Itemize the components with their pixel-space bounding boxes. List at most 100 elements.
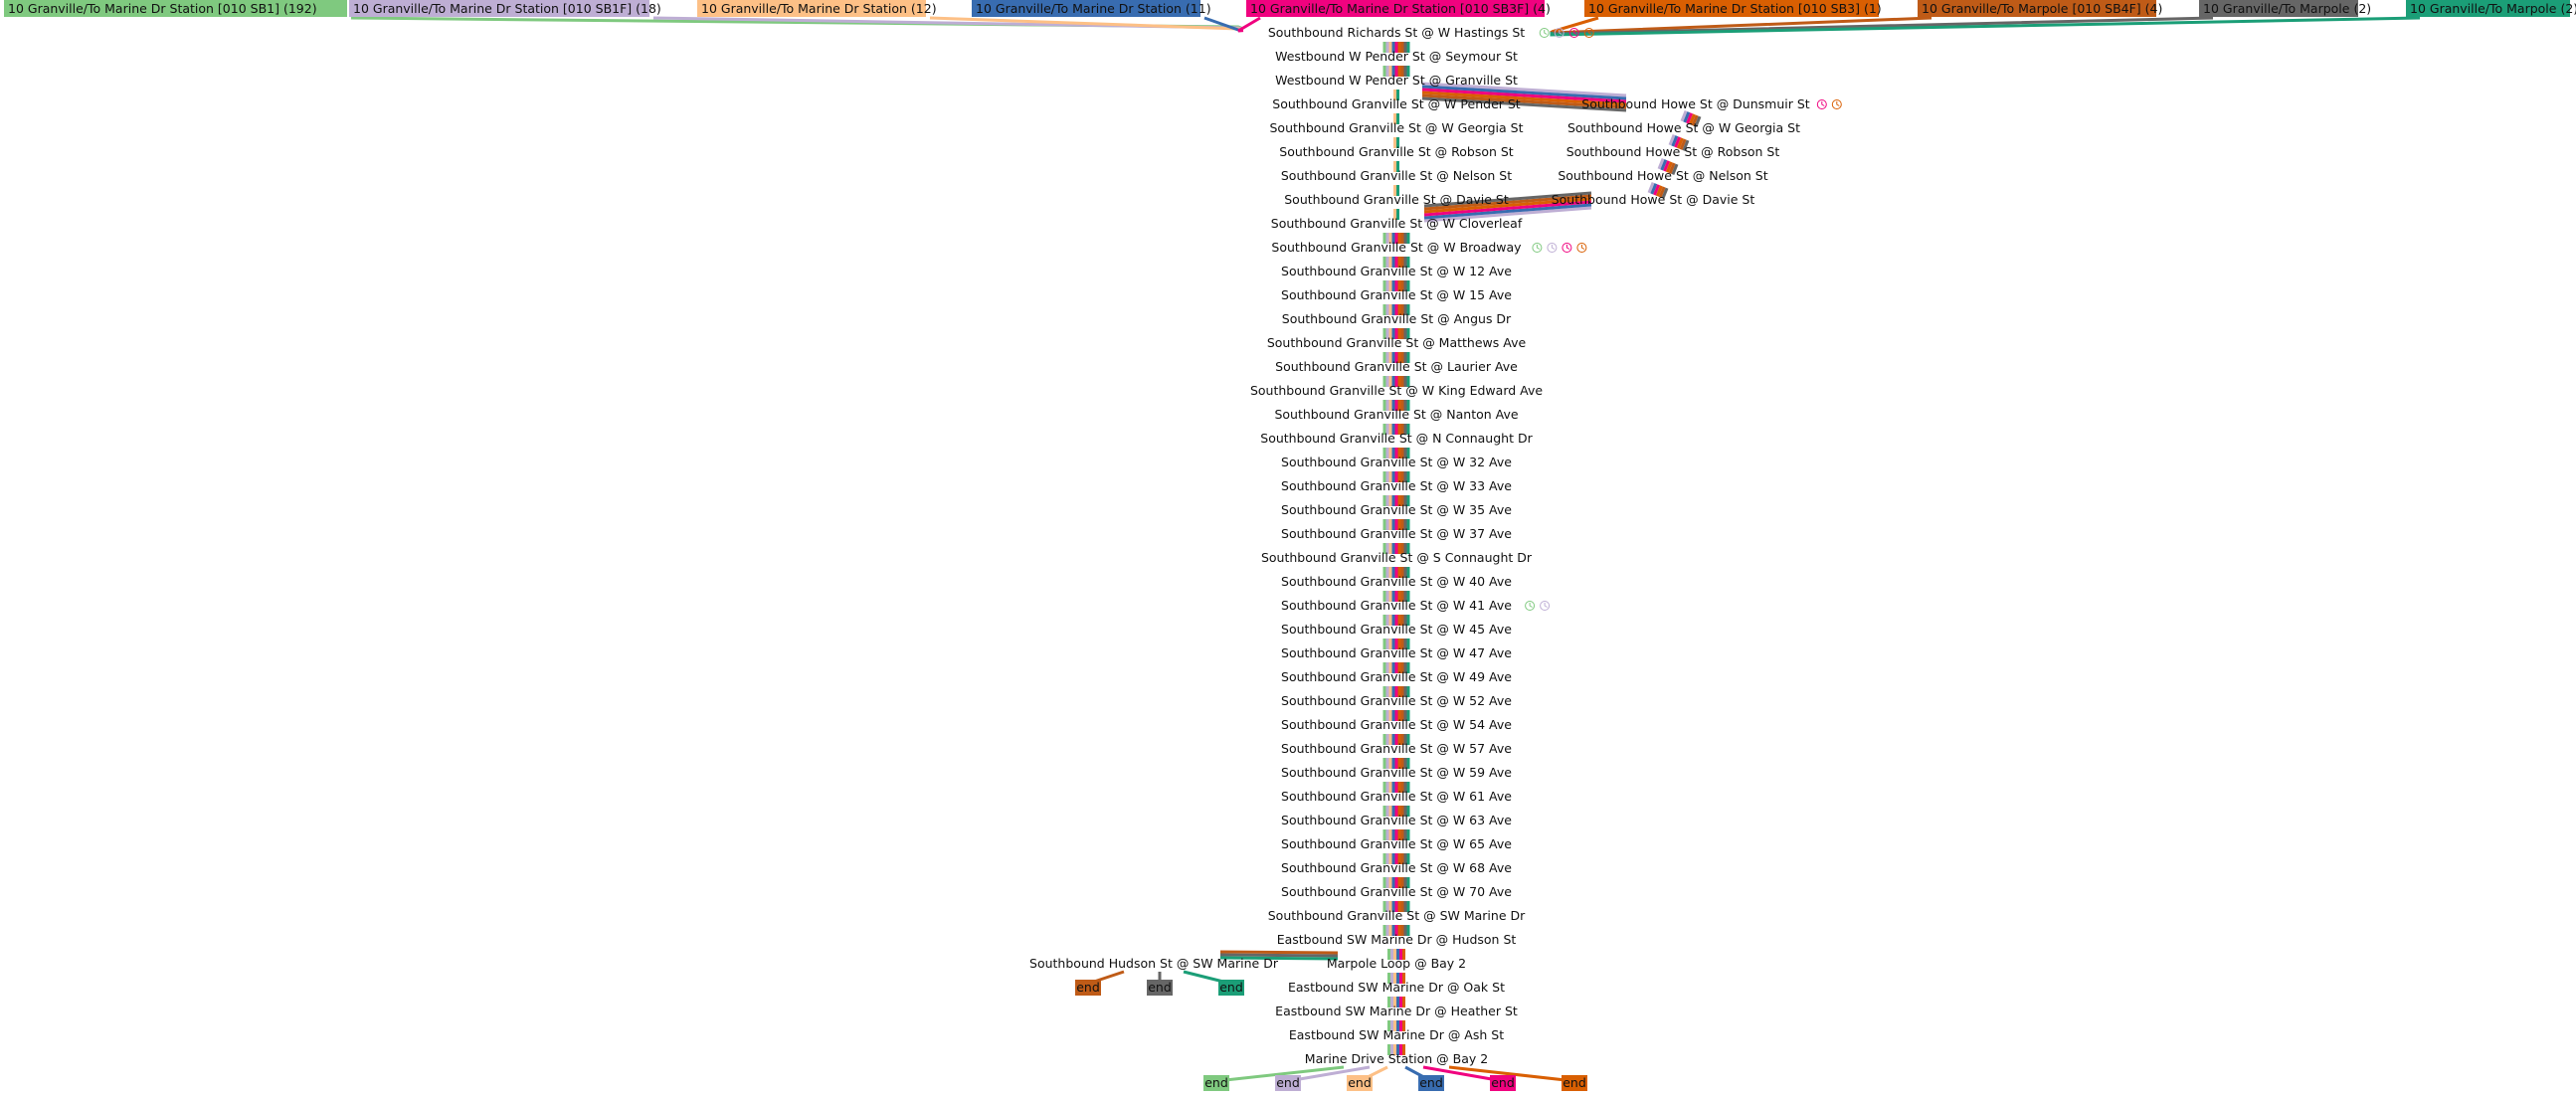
stop-label: Southbound Granville St @ Davie St <box>1284 192 1509 207</box>
route-segment-sb3 <box>1397 424 1401 435</box>
segment-bundle <box>1382 829 1410 840</box>
route-label-mds11[interactable]: 10 Granville/To Marine Dr Station (11) <box>972 0 1211 17</box>
route-segment-sb3f <box>1394 782 1398 793</box>
stop-label: Southbound Granville St @ W 35 Ave <box>1281 502 1512 517</box>
route-segment-mds11 <box>1396 1020 1399 1031</box>
stop-label: Southbound Granville St @ W 33 Ave <box>1281 478 1512 493</box>
route-segment-sb1 <box>1387 973 1390 984</box>
route-segment-sb4f <box>1400 686 1404 697</box>
svg-text:10 Granville/To Marpole (2): 10 Granville/To Marpole (2) <box>2203 1 2371 16</box>
route-segment-mds12 <box>1388 758 1392 769</box>
route-segment-sb1 <box>1382 782 1386 793</box>
route-segment-mp2a <box>1403 448 1407 458</box>
segment-bundle <box>1382 280 1410 291</box>
route-segment-mds11 <box>1391 591 1395 602</box>
route-segment-sb3f <box>1394 280 1398 291</box>
route-segment-mds12 <box>1388 304 1392 315</box>
howe-link-out <box>1423 194 1592 211</box>
stop-label: Southbound Granville St @ W 63 Ave <box>1281 813 1512 827</box>
route-segment-sb3f <box>1399 949 1402 960</box>
stop-label: Southbound Granville St @ W 70 Ave <box>1281 884 1512 899</box>
route-segment-sb1 <box>1387 949 1390 960</box>
end-marker-mds12: end <box>1347 1075 1373 1091</box>
route-label-mp2b[interactable]: 10 Granville/To Marpole (2) <box>2406 0 2576 17</box>
route-segment-mds12 <box>1393 973 1396 984</box>
segment-bundle <box>1382 304 1410 315</box>
route-segment-mds11 <box>1391 543 1395 554</box>
route-segment-mds12 <box>1388 543 1392 554</box>
route-segment-sb3 <box>1655 185 1663 197</box>
route-segment-sb1 <box>1382 829 1386 840</box>
howe-stop-label: Southbound Howe St @ Robson St <box>1566 144 1780 159</box>
route-segment-sb3f <box>1394 639 1398 649</box>
route-segment-sb1 <box>1382 615 1386 626</box>
route-segment-sb3f <box>1394 328 1398 339</box>
stop-label: Southbound Richards St @ W Hastings St <box>1268 25 1525 40</box>
route-segment-mp2b <box>1406 877 1410 888</box>
route-label-sb3[interactable]: 10 Granville/To Marine Dr Station [010 S… <box>1584 0 1882 17</box>
route-segment-mds11 <box>1391 257 1395 268</box>
route-segment-mds11 <box>1391 400 1395 411</box>
route-segment-sb4f <box>1400 471 1404 482</box>
route-segment-mp2b <box>1406 66 1410 77</box>
segment-bundle <box>1382 901 1410 912</box>
route-segment-sb3f <box>1394 471 1398 482</box>
svg-text:10 Granville/To Marine Dr Stat: 10 Granville/To Marine Dr Station (12) <box>701 1 937 16</box>
route-segment-mp2a <box>1403 758 1407 769</box>
route-segment-sb4f <box>1400 376 1404 387</box>
stop-label: Southbound Granville St @ Robson St <box>1279 144 1514 159</box>
svg-text:end: end <box>1076 980 1100 995</box>
route-segment-mds12 <box>1388 424 1392 435</box>
route-label-mds12[interactable]: 10 Granville/To Marine Dr Station (12) <box>697 0 937 17</box>
segment-bundle <box>1382 615 1410 626</box>
route-segment-sb1f <box>1385 352 1389 363</box>
route-segment-sb1f <box>1390 1020 1393 1031</box>
segment-bundle <box>1382 424 1410 435</box>
route-segment-mds12 <box>1388 806 1392 817</box>
segment-bundle <box>1382 471 1410 482</box>
segment-bundle <box>1382 853 1410 864</box>
route-segment-sb1 <box>1387 1044 1390 1055</box>
route-segment-sb1f <box>1390 997 1393 1007</box>
route-segment-mds12 <box>1393 90 1396 100</box>
end-marker-mds11: end <box>1418 1075 1444 1091</box>
segment-bundle <box>1657 158 1679 175</box>
route-segment-mds11 <box>1396 997 1399 1007</box>
route-label-mp2a[interactable]: 10 Granville/To Marpole (2) <box>2199 0 2371 17</box>
route-label-sb4f[interactable]: 10 Granville/To Marpole [010 SB4F] (4) <box>1918 0 2162 17</box>
route-segment-sb3f <box>1394 519 1398 530</box>
segment-bundle <box>1382 448 1410 458</box>
route-label-sb1f[interactable]: 10 Granville/To Marine Dr Station [010 S… <box>349 0 661 17</box>
route-segment-sb1 <box>1382 352 1386 363</box>
route-segment-sb3 <box>1397 42 1401 53</box>
howe-link-out <box>1423 191 1592 208</box>
route-label-sb1[interactable]: 10 Granville/To Marine Dr Station [010 S… <box>4 0 347 17</box>
route-segment-sb3 <box>1397 782 1401 793</box>
route-segment-mp2b <box>1406 782 1410 793</box>
route-segment-sb1f <box>1385 42 1389 53</box>
route-segment-mp2b <box>1406 591 1410 602</box>
segment-bundle <box>1393 161 1399 172</box>
route-segment-sb1 <box>1382 925 1386 936</box>
segment-bundle <box>1382 877 1410 888</box>
stop-labels: Southbound Richards St @ W Hastings StWe… <box>1029 25 1842 1091</box>
route-segment-mp2a <box>1403 304 1407 315</box>
route-segment-mp2a <box>1403 782 1407 793</box>
route-segment-sb3 <box>1402 949 1405 960</box>
howe-stop-label: Southbound Howe St @ Nelson St <box>1558 168 1767 183</box>
route-label-sb3f[interactable]: 10 Granville/To Marine Dr Station [010 S… <box>1246 0 1551 17</box>
stop-label: Southbound Granville St @ W Broadway <box>1271 240 1522 255</box>
route-segment-mds11 <box>1391 639 1395 649</box>
route-segment-sb1f <box>1657 158 1665 170</box>
route-segment-mp2a <box>1403 424 1407 435</box>
route-segment-sb1 <box>1382 233 1386 244</box>
segment-bundle <box>1382 662 1410 673</box>
segment-bundle <box>1387 1044 1405 1055</box>
route-segment-sb1 <box>1382 877 1386 888</box>
route-segment-sb1 <box>1382 448 1386 458</box>
route-segment-sb3f <box>1394 662 1398 673</box>
route-segment-sb3 <box>1397 280 1401 291</box>
stop-label: Southbound Granville St @ W 37 Ave <box>1281 526 1512 541</box>
route-segment-sb3 <box>1397 328 1401 339</box>
route-link-sb3 <box>1550 16 1599 35</box>
